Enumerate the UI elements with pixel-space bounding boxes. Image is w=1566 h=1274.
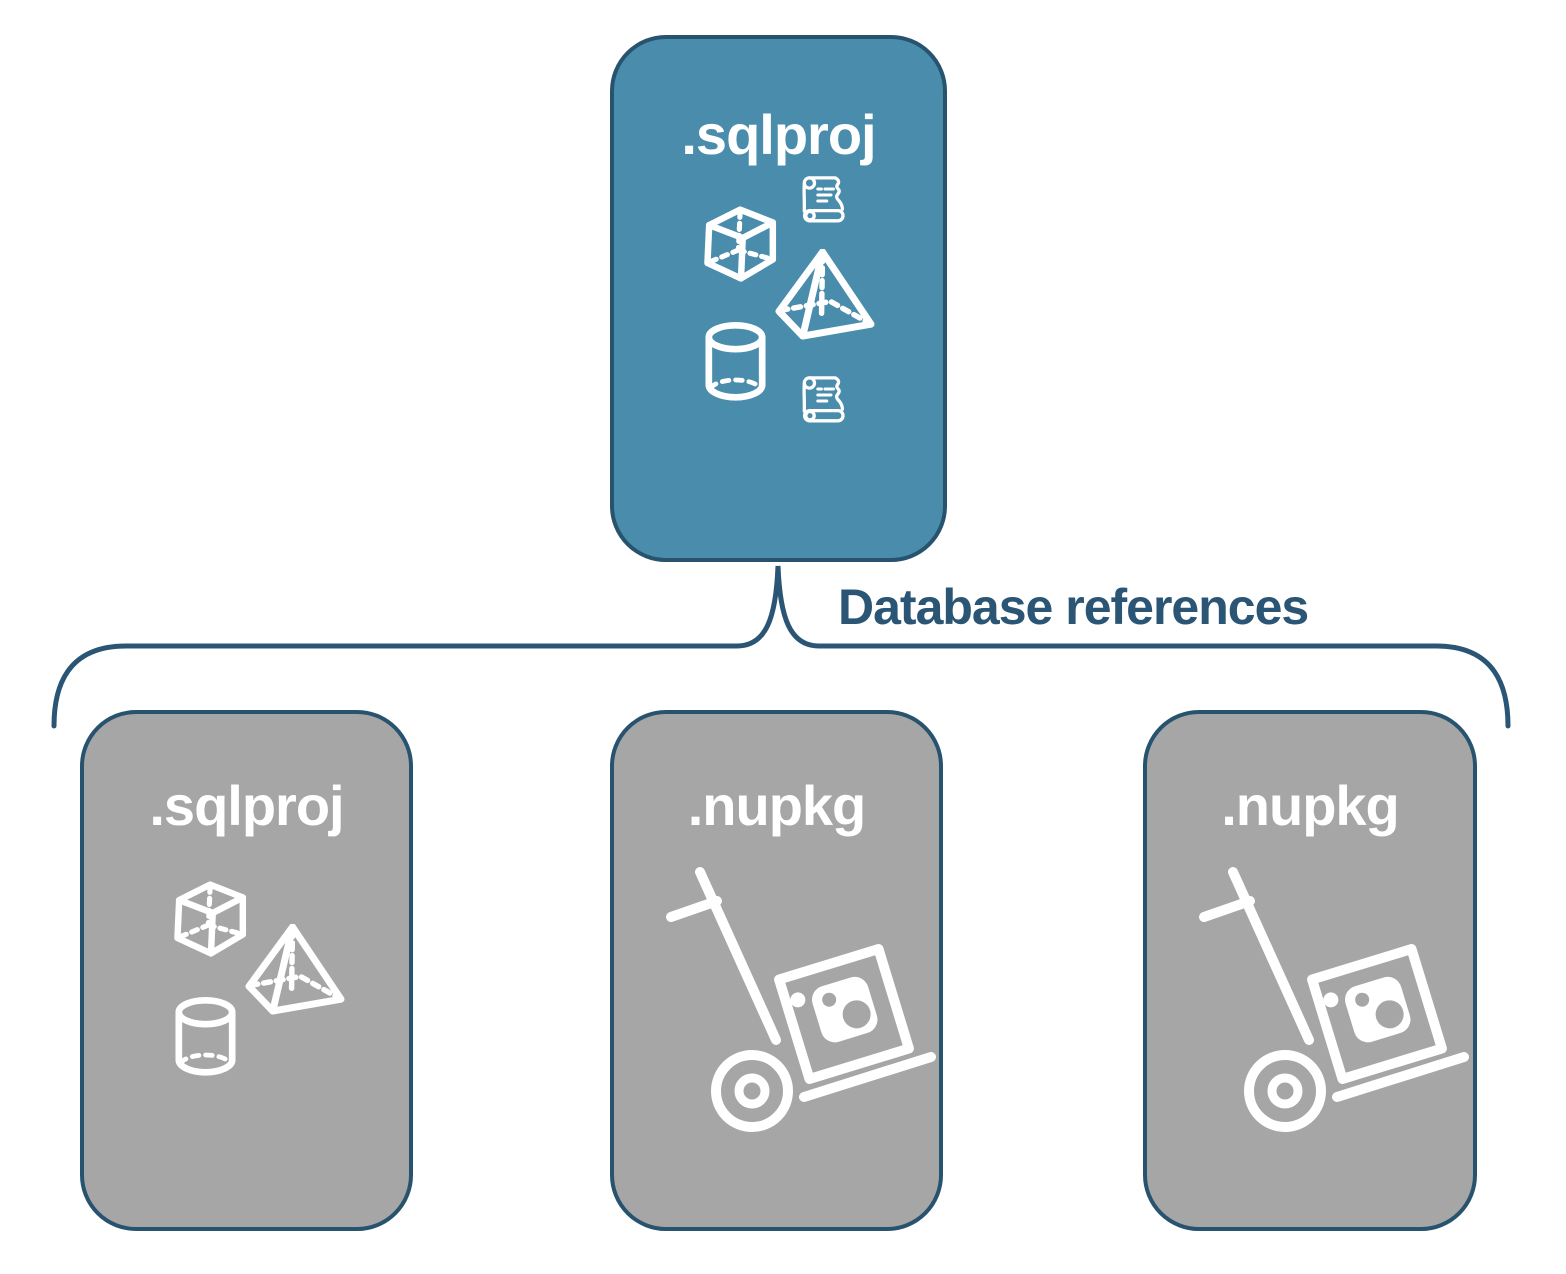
cube-icon	[174, 881, 247, 957]
card-title: .nupkg	[1221, 774, 1400, 837]
cylinder-icon	[705, 322, 766, 401]
card-root-sqlproj: .sqlproj	[610, 35, 947, 562]
card-child-sqlproj: .sqlproj	[80, 710, 413, 1231]
scroll-icon	[802, 176, 845, 223]
hand-truck-package-icon	[1199, 867, 1469, 1132]
card-title: .sqlproj	[149, 774, 344, 837]
card-child-nupkg-2: .nupkg	[1143, 710, 1477, 1231]
cube-icon	[704, 206, 777, 282]
card-title: .nupkg	[687, 774, 867, 837]
pyramid-icon	[775, 249, 875, 340]
scroll-icon	[802, 376, 845, 423]
pyramid-icon	[245, 924, 345, 1015]
cylinder-icon	[175, 997, 236, 1076]
card-child-nupkg-1: .nupkg	[610, 710, 943, 1231]
hand-truck-package-icon	[666, 867, 936, 1132]
connector-label: Database references	[838, 579, 1309, 635]
card-title: .sqlproj	[681, 103, 876, 166]
